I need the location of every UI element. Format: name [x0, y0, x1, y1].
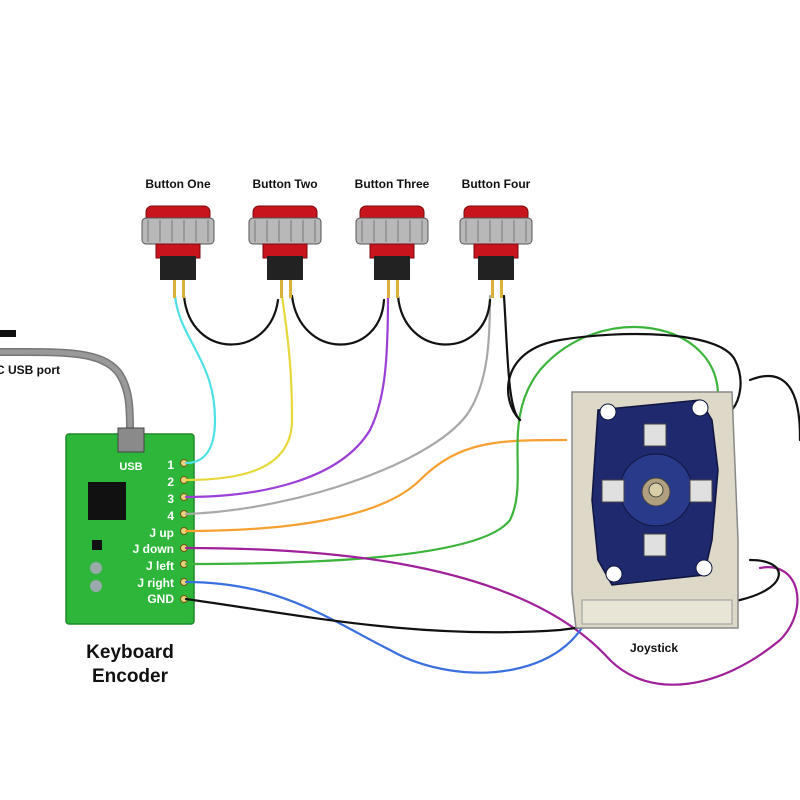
- microswitch: [267, 256, 303, 280]
- mount-hole: [695, 559, 713, 577]
- button-nut: [355, 217, 429, 245]
- wire-cyan: [173, 294, 217, 465]
- button-nut: [141, 217, 215, 245]
- pin-label: 4: [167, 509, 174, 523]
- wire-black-buttons: [182, 294, 522, 422]
- microswitch-right: [689, 479, 713, 503]
- switch-terminal: [173, 280, 176, 298]
- wire-magenta: [184, 546, 799, 686]
- button-body: [262, 243, 308, 259]
- encoder-title-line2: Encoder: [92, 666, 169, 687]
- pin-label: GND: [147, 592, 174, 606]
- joystick: [571, 391, 739, 629]
- button-one-label: Button One: [145, 177, 211, 191]
- microswitch: [160, 256, 196, 280]
- pin-label: 2: [167, 475, 174, 489]
- mount-hole: [90, 562, 102, 574]
- mount-hole: [605, 565, 623, 583]
- encoder-chip: [88, 482, 126, 520]
- button-nut: [459, 217, 533, 245]
- switch-terminal: [396, 280, 399, 298]
- pin-label: 1: [167, 458, 174, 472]
- microswitch-left: [601, 479, 625, 503]
- switch-terminal: [289, 280, 292, 298]
- arcade-button: [141, 205, 215, 298]
- mount-hole: [90, 580, 102, 592]
- button-body: [155, 243, 201, 259]
- button-body: [473, 243, 519, 259]
- pin-label: J left: [146, 559, 174, 573]
- mount-hole: [691, 399, 709, 417]
- switch-terminal: [280, 280, 283, 298]
- button-body: [369, 243, 415, 259]
- pin-label: J down: [133, 542, 174, 556]
- microswitch: [478, 256, 514, 280]
- encoder-pin-labels: 1 2 3 4 J up J down J left J right GND: [133, 458, 175, 606]
- encoder-usb-label: USB: [119, 461, 142, 473]
- microswitch-up: [643, 423, 667, 447]
- usb-plug-icon: [0, 330, 16, 337]
- joystick-shaft-top: [648, 482, 664, 498]
- pin-label: J right: [137, 576, 174, 590]
- joystick-bracket: [581, 599, 733, 625]
- switch-terminal: [182, 280, 185, 298]
- wire-purple: [184, 294, 390, 499]
- wire-blue: [184, 580, 596, 674]
- small-component: [92, 540, 102, 550]
- switch-terminal: [387, 280, 390, 298]
- encoder-title-line1: Keyboard: [86, 642, 174, 663]
- button-four-label: Button Four: [462, 177, 531, 191]
- usb-cable: [0, 330, 134, 431]
- button-three-label: Button Three: [355, 177, 430, 191]
- microswitch-down: [643, 533, 667, 557]
- microswitch: [374, 256, 410, 280]
- arcade-button: [248, 205, 322, 298]
- pin-label: J up: [149, 526, 174, 540]
- wire-gray: [184, 294, 492, 516]
- arcade-buttons: [141, 205, 533, 298]
- arcade-button: [459, 205, 533, 298]
- usb-connector: [117, 427, 145, 453]
- switch-terminal: [500, 280, 503, 298]
- joystick-label: Joystick: [630, 641, 678, 655]
- pin-label: 3: [167, 492, 174, 506]
- wires: [173, 294, 800, 686]
- arcade-button: [355, 205, 429, 298]
- wire-yellow: [184, 294, 294, 482]
- keyboard-encoder-board: USB: [65, 427, 195, 625]
- switch-terminal: [491, 280, 494, 298]
- usb-port-label: C USB port: [0, 363, 60, 377]
- wire-orange: [184, 438, 568, 533]
- button-two-label: Button Two: [252, 177, 317, 191]
- mount-hole: [599, 403, 617, 421]
- button-nut: [248, 217, 322, 245]
